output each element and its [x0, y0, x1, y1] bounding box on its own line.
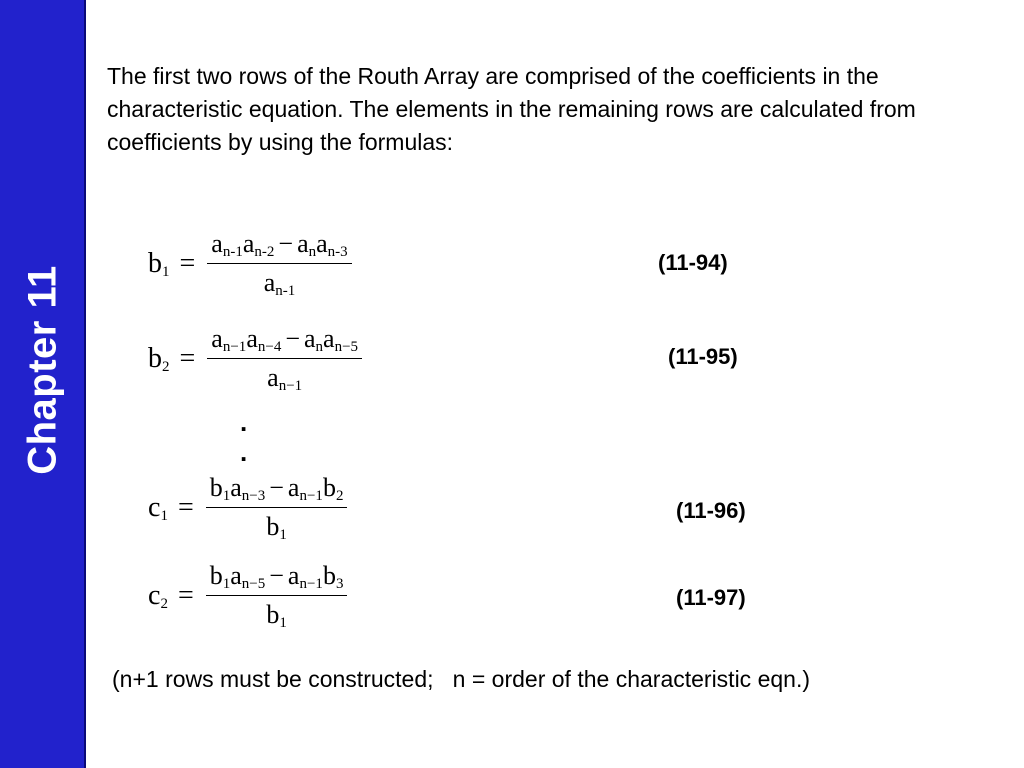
denominator: an-1 — [263, 268, 296, 299]
equation-lhs: b1 — [148, 247, 170, 280]
equals-sign: = — [177, 491, 194, 523]
intro-paragraph: The first two rows of the Routh Array ar… — [107, 63, 916, 155]
equals-sign: = — [179, 342, 196, 374]
equation-b1: b1 = an-1an-2−anan-3 an-1 — [148, 228, 352, 299]
equation-lhs: b2 — [148, 342, 170, 375]
denominator: an−1 — [267, 363, 303, 394]
numerator: b1an−3−an−1b2 — [205, 472, 348, 508]
equals-sign: = — [177, 579, 194, 611]
chapter-label: Chapter 11 — [20, 265, 65, 475]
chapter-sidebar: Chapter 11 — [0, 0, 86, 768]
equation-lhs: c2 — [148, 579, 168, 612]
fraction: an-1an-2−anan-3 an-1 — [207, 228, 352, 299]
equation-c2: c2 = b1an−5−an−1b3 b1 — [148, 560, 348, 631]
numerator: an-1an-2−anan-3 — [207, 228, 352, 264]
equation-number-11-96: (11-96) — [676, 498, 746, 523]
equation-number-11-95: (11-95) — [668, 344, 738, 369]
minus-sign: − — [269, 473, 284, 502]
denominator: b1 — [266, 512, 287, 543]
equation-c1: c1 = b1an−3−an−1b2 b1 — [148, 472, 348, 543]
numerator: b1an−5−an−1b3 — [205, 560, 348, 596]
minus-sign: − — [269, 561, 284, 590]
footnote: (n+1 rows must be constructed; n = order… — [112, 666, 810, 692]
equals-sign: = — [179, 247, 196, 279]
equation-lhs: c1 — [148, 491, 168, 524]
minus-sign: − — [285, 324, 300, 353]
minus-sign: − — [278, 229, 294, 258]
denominator: b1 — [266, 600, 287, 631]
numerator: an−1an−4−anan−5 — [207, 323, 363, 359]
continuation-dot: . — [240, 437, 248, 467]
fraction: an−1an−4−anan−5 an−1 — [207, 323, 363, 394]
equation-number-11-97: (11-97) — [676, 585, 746, 610]
equation-b2: b2 = an−1an−4−anan−5 an−1 — [148, 323, 363, 394]
fraction: b1an−3−an−1b2 b1 — [205, 472, 348, 543]
fraction: b1an−5−an−1b3 b1 — [205, 560, 348, 631]
equation-number-11-94: (11-94) — [658, 250, 728, 275]
continuation-dot: . — [240, 407, 248, 437]
